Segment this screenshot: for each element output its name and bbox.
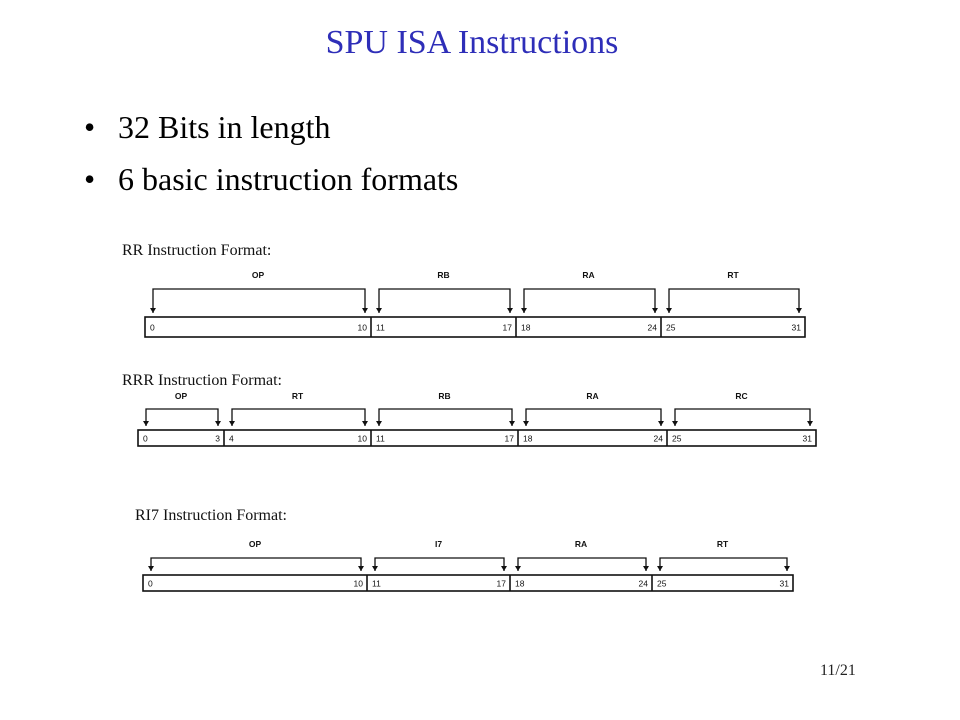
field-end-bit: 10	[358, 434, 368, 444]
field-bracket	[523, 288, 656, 313]
field-bracket	[378, 288, 511, 313]
field-bracket	[231, 408, 366, 426]
bullet-item: • 32 Bits in length	[84, 104, 458, 150]
field-bracket	[150, 557, 362, 571]
arrow-down-icon	[643, 566, 649, 571]
field-bracket	[668, 288, 800, 313]
field-name: OP	[175, 391, 188, 401]
rrr-format-diagram: OP 0 3 RT 4 10 RB 11 17 RA 18 24 RC 25 31	[137, 391, 817, 447]
arrow-down-icon	[376, 308, 382, 313]
field-start-bit: 11	[376, 323, 385, 333]
field-name: RA	[586, 391, 598, 401]
arrow-down-icon	[362, 421, 368, 426]
field-start-bit: 25	[672, 434, 682, 444]
rr-format-diagram: OP 0 10 RB 11 17 RA 18 24 RT 25 31	[144, 270, 806, 338]
field-end-bit: 24	[648, 323, 658, 333]
field-name: RC	[735, 391, 747, 401]
rrr-format-label: RRR Instruction Format:	[122, 372, 282, 389]
bullet-dot-icon: •	[84, 161, 96, 197]
field-end-bit: 17	[503, 323, 513, 333]
field-end-bit: 17	[497, 579, 507, 589]
arrow-down-icon	[148, 566, 154, 571]
ri7-format-label: RI7 Instruction Format:	[135, 507, 287, 524]
arrow-down-icon	[521, 308, 527, 313]
field-name: RA	[575, 539, 587, 549]
field-name: RA	[582, 270, 594, 280]
field-end-bit: 10	[354, 579, 364, 589]
field-name: OP	[252, 270, 265, 280]
arrow-down-icon	[523, 421, 529, 426]
arrow-down-icon	[652, 308, 658, 313]
field-end-bit: 24	[639, 579, 649, 589]
field-end-bit: 31	[780, 579, 790, 589]
bullet-list: • 32 Bits in length • 6 basic instruction …	[84, 104, 458, 208]
instruction-word-box	[137, 429, 817, 447]
bullet-dot-icon: •	[84, 109, 96, 145]
field-start-bit: 11	[372, 579, 381, 589]
field-end-bit: 31	[792, 323, 802, 333]
field-name: RT	[727, 270, 739, 280]
arrow-down-icon	[372, 566, 378, 571]
field-start-bit: 18	[523, 434, 533, 444]
field-start-bit: 0	[150, 323, 155, 333]
field-start-bit: 25	[666, 323, 676, 333]
arrow-down-icon	[507, 308, 513, 313]
slide-title: SPU ISA Instructions	[325, 24, 619, 61]
arrow-down-icon	[807, 421, 813, 426]
arrow-down-icon	[658, 421, 664, 426]
field-end-bit: 10	[358, 323, 368, 333]
bullet-text: 6 basic instruction formats	[118, 161, 459, 197]
field-bracket	[517, 557, 647, 571]
field-start-bit: 18	[515, 579, 525, 589]
field-name: RT	[292, 391, 304, 401]
arrow-down-icon	[215, 421, 221, 426]
arrow-down-icon	[509, 421, 515, 426]
field-bracket	[145, 408, 219, 426]
instruction-word-box	[144, 316, 806, 338]
arrow-down-icon	[229, 421, 235, 426]
arrow-down-icon	[376, 421, 382, 426]
arrow-down-icon	[358, 566, 364, 571]
field-start-bit: 0	[148, 579, 153, 589]
arrow-down-icon	[515, 566, 521, 571]
field-start-bit: 11	[376, 434, 385, 444]
page-number: 11/21	[820, 662, 856, 679]
field-name: RT	[717, 539, 729, 549]
ri7-format-diagram: OP 0 10 I7 11 17 RA 18 24 RT 25 31	[142, 539, 794, 592]
arrow-down-icon	[143, 421, 149, 426]
rr-format-label: RR Instruction Format:	[122, 242, 272, 259]
bullet-item: • 6 basic instruction formats	[84, 156, 458, 202]
arrow-down-icon	[150, 308, 156, 313]
field-end-bit: 3	[215, 434, 220, 444]
field-end-bit: 31	[803, 434, 813, 444]
field-bracket	[374, 557, 505, 571]
field-start-bit: 25	[657, 579, 667, 589]
field-end-bit: 24	[654, 434, 664, 444]
arrow-down-icon	[784, 566, 790, 571]
field-bracket	[674, 408, 811, 426]
field-start-bit: 18	[521, 323, 531, 333]
arrow-down-icon	[796, 308, 802, 313]
field-bracket	[659, 557, 788, 571]
field-start-bit: 0	[143, 434, 148, 444]
field-bracket	[525, 408, 662, 426]
field-bracket	[152, 288, 366, 313]
arrow-down-icon	[657, 566, 663, 571]
arrow-down-icon	[362, 308, 368, 313]
arrow-down-icon	[672, 421, 678, 426]
arrow-down-icon	[501, 566, 507, 571]
arrow-down-icon	[666, 308, 672, 313]
field-bracket	[378, 408, 513, 426]
field-name: RB	[438, 391, 450, 401]
field-name: I7	[435, 539, 442, 549]
field-name: OP	[249, 539, 262, 549]
field-end-bit: 17	[505, 434, 515, 444]
bullet-text: 32 Bits in length	[118, 109, 331, 145]
instruction-word-box	[142, 574, 794, 592]
field-start-bit: 4	[229, 434, 234, 444]
field-name: RB	[437, 270, 449, 280]
